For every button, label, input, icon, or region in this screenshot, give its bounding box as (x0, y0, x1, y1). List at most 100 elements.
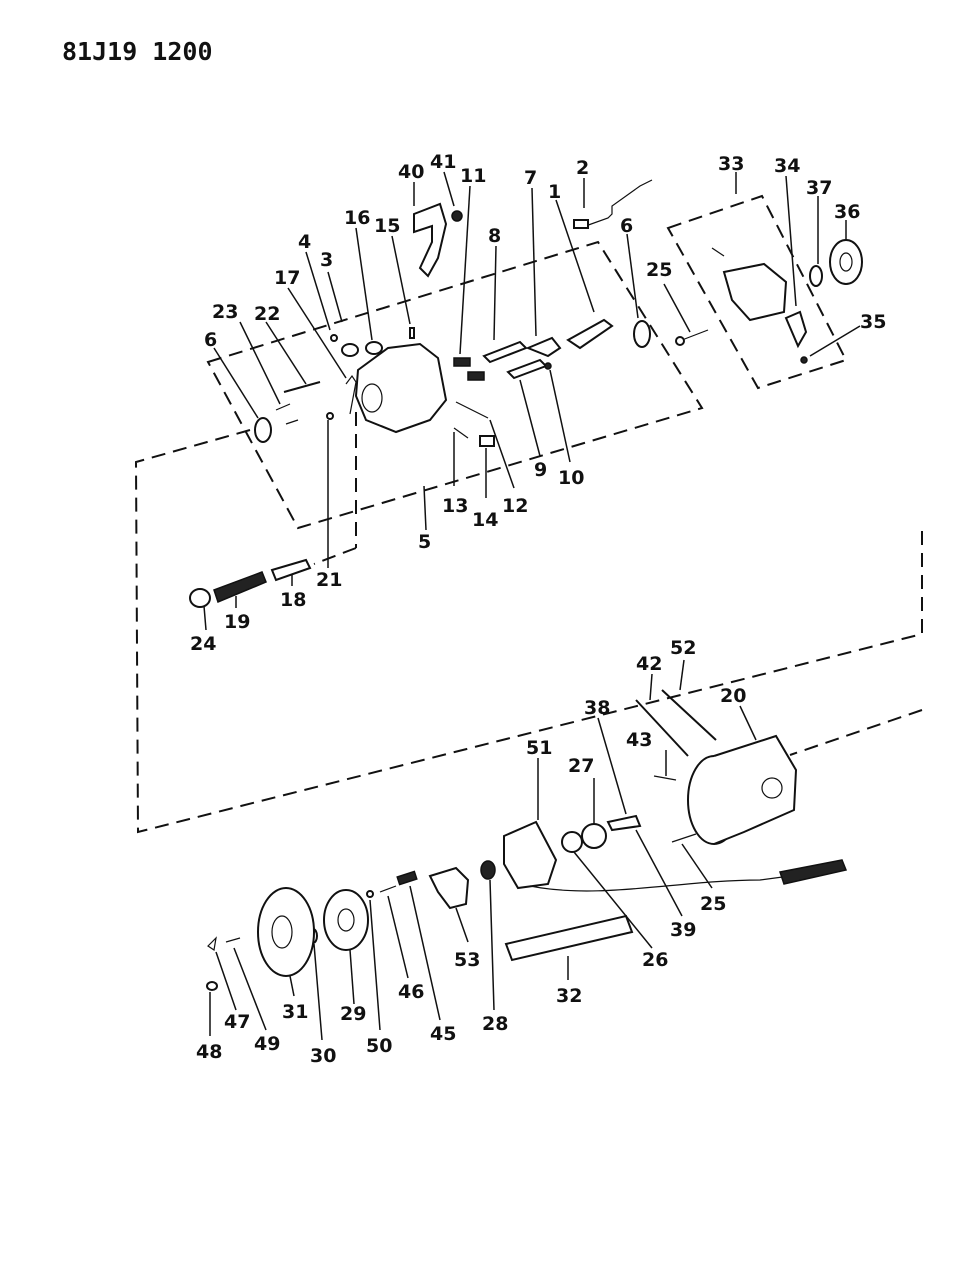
callout-16: 16 (344, 207, 370, 229)
leader-15 (391, 235, 411, 325)
callout-6-left: 6 (204, 329, 217, 351)
callout-48: 48 (196, 1041, 222, 1063)
bearing-6-left (254, 417, 272, 443)
callout-12: 12 (502, 495, 528, 517)
ball-4 (330, 334, 338, 342)
cam-53 (428, 866, 470, 910)
callout-40: 40 (398, 161, 424, 183)
callout-38: 38 (584, 697, 610, 719)
leader-29 (349, 949, 355, 1005)
callout-1: 1 (548, 181, 561, 203)
callout-39: 39 (670, 919, 696, 941)
leader-31 (289, 975, 295, 997)
switch-body-33 (722, 262, 788, 322)
leader-39 (635, 829, 683, 917)
leader-4 (305, 251, 331, 331)
leader-53 (455, 907, 469, 943)
leader-46 (387, 895, 409, 979)
callout-15: 15 (374, 215, 400, 237)
callout-47: 47 (224, 1011, 250, 1033)
lower-column-outline (134, 429, 923, 834)
switch-group-outline (666, 194, 848, 390)
switch-51 (503, 820, 558, 890)
wiring-harness (529, 871, 821, 892)
cap-3 (341, 343, 359, 357)
callout-41: 41 (430, 151, 456, 173)
clip-23b (285, 419, 299, 425)
lever-42 (635, 699, 689, 757)
callout-5: 5 (418, 531, 431, 553)
spring-41 (451, 210, 463, 222)
rod-clip-2 (573, 219, 589, 229)
cover-32 (504, 914, 634, 962)
callout-26: 26 (642, 949, 668, 971)
clip-48 (206, 981, 218, 991)
screw-49 (225, 937, 241, 943)
leader-45 (409, 885, 441, 1021)
callout-19: 19 (224, 611, 250, 633)
screw-43 (653, 775, 677, 781)
leader-28 (489, 879, 495, 1011)
leader-10 (549, 369, 571, 463)
clip-38 (606, 814, 642, 832)
leader-5 (423, 485, 427, 531)
lock-plate-31-center (271, 915, 293, 949)
rack-8 (482, 340, 528, 364)
callout-25-upper: 25 (646, 259, 672, 281)
leader-34 (785, 175, 797, 307)
callout-52: 52 (670, 637, 696, 659)
callout-50: 50 (366, 1035, 392, 1057)
leader-3 (327, 271, 343, 323)
ring-37 (809, 265, 823, 287)
leader-8 (493, 245, 497, 341)
screw-35 (800, 356, 808, 364)
callout-36: 36 (834, 201, 860, 223)
rod-2 (579, 179, 653, 229)
callout-17: 17 (274, 267, 300, 289)
drawing-number: 81J19 1200 (62, 37, 213, 66)
spring-11b (467, 371, 485, 381)
leader-24 (203, 605, 207, 631)
cap-16 (365, 341, 383, 355)
callout-49: 49 (254, 1033, 280, 1055)
upper-housing-parts (254, 179, 709, 447)
bracket-40 (413, 202, 448, 278)
callout-24: 24 (190, 633, 216, 655)
assembly-outlines (134, 194, 923, 834)
sector-7 (525, 336, 562, 358)
pin-33 (711, 247, 725, 257)
lever-1 (566, 318, 614, 350)
callout-9: 9 (534, 459, 547, 481)
callout-labels: 1 2 3 4 5 6 6 7 8 9 10 11 12 13 14 15 16… (190, 151, 886, 1067)
pin-13 (453, 427, 469, 439)
rod-12 (455, 401, 489, 419)
bolt-14 (479, 435, 495, 447)
link-line-18 (313, 547, 357, 565)
pin-46 (379, 885, 397, 893)
callout-43: 43 (626, 729, 652, 751)
clip-23a (275, 403, 291, 411)
screw-25-lower (671, 833, 697, 843)
callout-27: 27 (568, 755, 594, 777)
switch-group-parts (711, 239, 863, 364)
rack-9 (506, 358, 548, 380)
leader-42 (649, 673, 653, 701)
canceling-cam-29 (323, 889, 369, 951)
screw-head-25-upper (675, 336, 685, 346)
leader-30 (313, 943, 323, 1041)
leader-50 (369, 899, 381, 1031)
canceling-cam-29-hub (337, 908, 355, 932)
screw-25-upper (681, 329, 709, 341)
leader-25-upper (663, 283, 691, 333)
callout-2: 2 (576, 157, 589, 179)
leader-1 (555, 199, 595, 313)
callout-4: 4 (298, 231, 311, 253)
jacket-20-body (713, 734, 798, 845)
rod-spring-parts (189, 558, 312, 608)
ring-26 (561, 831, 583, 853)
callout-10: 10 (558, 467, 584, 489)
jacket-20-port (761, 777, 783, 799)
spring-45 (396, 870, 418, 886)
spring-19 (213, 571, 267, 604)
